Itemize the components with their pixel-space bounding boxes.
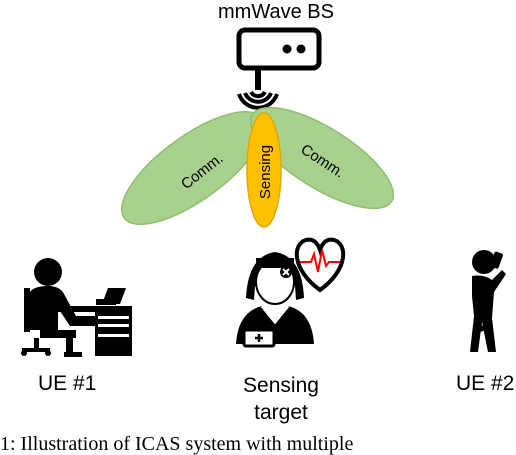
sensing-target-label-line1: Sensing bbox=[243, 374, 319, 397]
sensing-target-label: Sensing target bbox=[236, 372, 326, 426]
ue1-desk-user-icon bbox=[21, 258, 132, 357]
ue2-phone-user-icon bbox=[470, 250, 506, 352]
comm-beam-right bbox=[249, 106, 395, 210]
beam-pattern: Comm. Sensing Comm. bbox=[120, 106, 395, 228]
sensing-beam bbox=[246, 112, 282, 228]
figure-caption: 1: Illustration of ICAS system with mult… bbox=[0, 433, 354, 455]
ue1-label: UE #1 bbox=[38, 372, 97, 395]
sensing-target-label-line2: target bbox=[254, 401, 308, 424]
sensing-target-nurse-icon bbox=[236, 252, 314, 348]
heart-pulse-icon bbox=[294, 237, 346, 293]
ue2-label: UE #2 bbox=[456, 372, 515, 395]
base-station-label: mmWave BS bbox=[218, 1, 334, 23]
base-station-icon bbox=[236, 27, 322, 110]
beam-label-sensing: Sensing bbox=[257, 145, 274, 199]
